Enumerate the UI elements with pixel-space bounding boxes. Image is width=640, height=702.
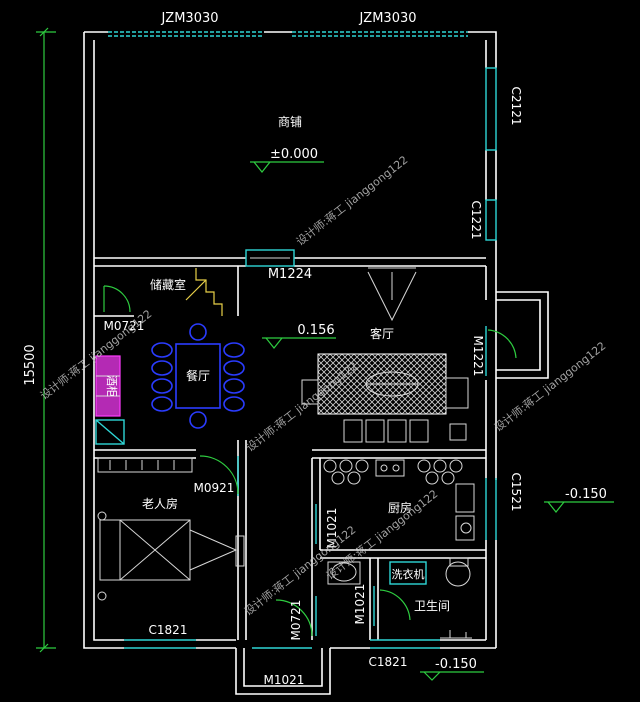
hallway-entry [235, 596, 331, 695]
side-door-label: M1221 [471, 336, 485, 377]
shop-partition [94, 249, 486, 267]
storage-room [94, 266, 239, 317]
wine-cabinet-label: 酒柜 [105, 375, 118, 397]
outside-right-level-label: -0.150 [565, 487, 607, 502]
overall-depth-label: 15500 [23, 344, 38, 385]
living-room [367, 267, 417, 322]
bathroom-label: 卫生间 [414, 599, 450, 613]
outside-right-level-marker [544, 501, 614, 513]
living-level-marker [262, 337, 336, 349]
outside-bottom-level-label: -0.150 [435, 657, 477, 672]
watermark: 设计师:蒋工 jianggong122 [492, 339, 608, 434]
living-level-label: 0.156 [297, 323, 334, 338]
living-sofa-set [301, 353, 469, 443]
outer-walls [83, 31, 497, 649]
shop-door-label: M1224 [268, 267, 312, 282]
window-c2121-label: C2121 [509, 87, 523, 126]
elder-door-label: M0921 [194, 481, 235, 495]
living-room-label: 客厅 [370, 326, 394, 341]
outside-bottom-level-marker [420, 671, 484, 681]
top-window-left-label: JZM3030 [160, 11, 218, 26]
top-window-right-label: JZM3030 [358, 11, 416, 26]
kitchen-window-label: C1521 [509, 473, 523, 512]
bath-door-label: M1021 [353, 584, 367, 625]
entry-door-label: M1021 [264, 673, 305, 687]
kitchen-door-label: M1021 [325, 508, 339, 549]
wine-cabinet [95, 355, 125, 445]
kitchen-label: 厨房 [388, 500, 412, 515]
elder-bedroom-label: 老人房 [142, 496, 178, 511]
elder-window-label: C1821 [149, 623, 188, 637]
shop-room-label: 商铺 [278, 114, 302, 129]
overall-dimension: 15500 [23, 27, 56, 653]
side-entrance [485, 291, 549, 379]
window-c1221-label: C1221 [469, 201, 483, 240]
hall-door-label: M0721 [289, 600, 303, 641]
shop-level-label: ±0.000 [270, 147, 318, 162]
storage-room-label: 储藏室 [150, 277, 186, 292]
elder-bedroom [94, 440, 247, 649]
dining-room-label: 餐厅 [186, 368, 210, 383]
bathroom [327, 557, 472, 649]
dining-set [151, 323, 245, 429]
shop-level-marker [250, 161, 324, 173]
bath-window-label: C1821 [369, 655, 408, 669]
watermark: 设计师:蒋工 jianggong122 [294, 153, 410, 248]
top-windows [108, 31, 497, 241]
washer-label: 洗衣机 [392, 567, 425, 581]
dining-door-label: M0721 [104, 319, 145, 333]
